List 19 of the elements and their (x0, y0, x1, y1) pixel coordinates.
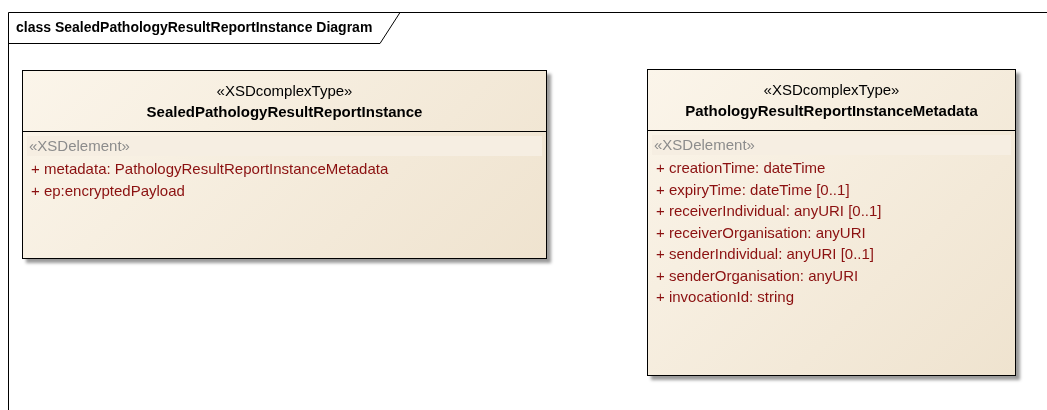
attribute-text: + creationTime: dateTime (655, 158, 827, 178)
stereotype-label: «XSDcomplexType» (215, 81, 354, 101)
attribute-text: + expiryTime: dateTime [0..1] (655, 179, 851, 200)
class-box (647, 69, 1016, 376)
attribute-text: + senderOrganisation: anyURI (655, 265, 860, 286)
diagram-frame (8, 12, 1047, 410)
attribute-text: + receiverIndividual: anyURI [0..1] (655, 201, 883, 221)
frame-title: class SealedPathologyResultReportInstance Diagram (16, 19, 373, 35)
stereotype-label: «XSDelement» (652, 135, 1011, 155)
class-box (22, 70, 547, 259)
stereotype-label: «XSDelement» (27, 136, 542, 156)
class-name: SealedPathologyResultReportInstance (145, 102, 424, 122)
attribute-text: + invocationId: string (655, 287, 795, 307)
stereotype-label: «XSDcomplexType» (762, 80, 901, 100)
attribute-text: + receiverOrganisation: anyURI (655, 222, 867, 243)
class-name: PathologyResultReportInstanceMetadata (684, 101, 979, 121)
attribute-text: + senderIndividual: anyURI [0..1] (655, 244, 876, 264)
attribute-text: + metadata: PathologyResultReportInstanceMetadata (30, 159, 390, 179)
attribute-text: + ep:encryptedPayload (30, 180, 186, 201)
